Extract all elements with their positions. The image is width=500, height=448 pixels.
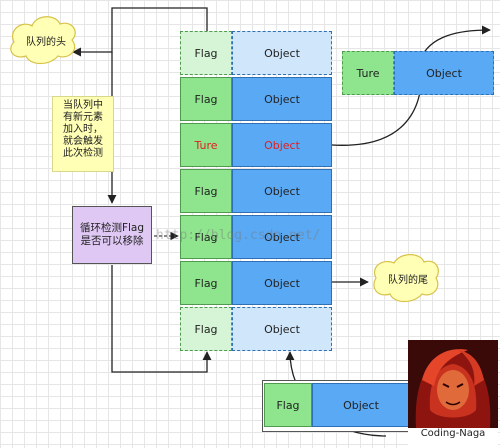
queue-row-2-flag: Flag (180, 77, 232, 121)
queue-row-5-flag: Flag (180, 215, 232, 259)
avatar-portrait-icon (408, 340, 498, 428)
head-arrow (72, 7, 208, 57)
queue-row-4-flag: Flag (180, 169, 232, 213)
head-cloud (10, 16, 76, 65)
avatar (408, 340, 498, 448)
queue-row-1-object: Object (232, 31, 332, 75)
watermark: http://blog.csdn.net/ (156, 228, 321, 243)
queue-row-3-flag: Ture (180, 123, 232, 167)
removed-item-object: Object (394, 51, 494, 95)
queue-row-3-object: Object (232, 123, 332, 167)
removed-item-flag: Ture (342, 51, 394, 95)
tail-label: 队列的尾 (388, 274, 428, 286)
queue-row-6-flag: Flag (180, 261, 232, 305)
incoming-item-object: Object (312, 383, 410, 427)
incoming-item-flag: Flag (264, 383, 312, 427)
check-to-bottom-arrow (111, 265, 212, 373)
queue-row-7-flag: Flag (180, 307, 232, 351)
queue-row-5-object: Object (232, 215, 332, 259)
head-label: 队列的头 (26, 36, 66, 48)
trigger-note: 当队列中 有新元素 加入时， 就会触发 此次检测 (52, 96, 114, 172)
tail-cloud (373, 254, 439, 303)
queue-row-6-object: Object (232, 261, 332, 305)
queue-row-2-object: Object (232, 77, 332, 121)
queue-row-7-object: Object (232, 307, 332, 351)
avatar-name: Coding-Naga (420, 428, 486, 439)
queue-row-4-object: Object (232, 169, 332, 213)
queue-row-1-flag: Flag (180, 31, 232, 75)
